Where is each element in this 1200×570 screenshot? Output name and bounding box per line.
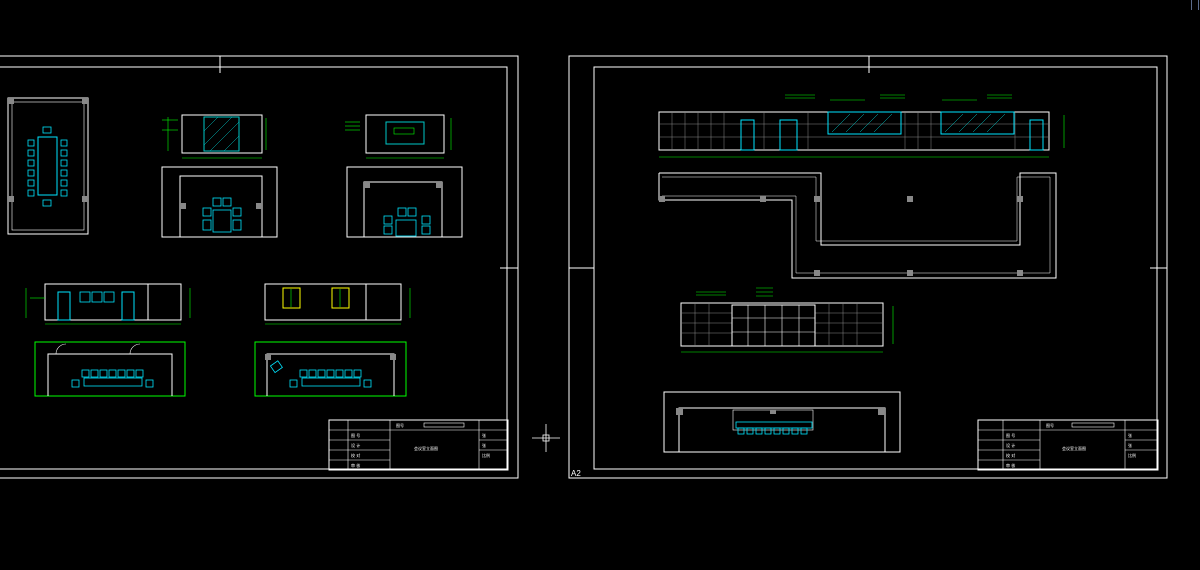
title-block-right-drawing-title: 会议室立面图: [1062, 445, 1086, 451]
title-block-right-right-0: 张: [1128, 432, 1132, 438]
scrollbar-handle[interactable]: [1191, 0, 1199, 10]
sheet-left-outer-border: [0, 55, 519, 479]
elevation-1-top[interactable]: [162, 114, 267, 159]
title-block-right-row-2: 校 对: [1006, 452, 1015, 458]
conference-table: [37, 136, 58, 196]
elevation-4[interactable]: [264, 283, 411, 325]
bottom-section-furniture[interactable]: [663, 391, 901, 453]
title-block-right-right-2: 比例: [1128, 452, 1136, 458]
title-block-left-right-1: 张: [482, 442, 486, 448]
hatch-panel-1: [203, 116, 240, 152]
title-block-right-header: 图号: [1046, 422, 1054, 428]
title-block-left-row-0: 图 号: [351, 432, 360, 438]
sheet-left: 图号 图 号 设 计 校 对 审 核 会议室立面图 张 张 比例: [0, 55, 519, 479]
sheet-right-outer-border: [568, 55, 1168, 479]
door-2: [121, 291, 135, 321]
title-block-left-drawing-title: 会议室立面图: [414, 445, 438, 451]
framed-panel-2: [331, 287, 350, 309]
title-block-left-right-0: 张: [482, 432, 486, 438]
title-block-left-row-1: 设 计: [351, 442, 360, 448]
sheet-right-label: A2: [571, 469, 581, 478]
mid-elevation[interactable]: [680, 287, 894, 353]
hatch-window-2: [940, 111, 1015, 135]
title-block-left[interactable]: 图号 图 号 设 计 校 对 审 核 会议室立面图 张 张 比例: [328, 419, 509, 471]
title-block-left-header: 图号: [396, 422, 404, 428]
chairs-left: [27, 139, 35, 197]
sheet-left-inner-border: [0, 66, 508, 470]
door-1: [57, 291, 71, 321]
title-block-right-row-1: 设 计: [1006, 442, 1015, 448]
elevation-3[interactable]: [25, 283, 191, 325]
long-elevation[interactable]: [658, 94, 1065, 158]
crosshair-cursor-icon: [532, 424, 560, 452]
title-block-left-right-2: 比例: [482, 452, 490, 458]
section-1-furniture[interactable]: [161, 166, 278, 238]
section-3-furniture[interactable]: [34, 341, 186, 397]
sheet-right: A2: [568, 55, 1168, 479]
title-block-right[interactable]: 图号 图 号 设 计 校 对 审 核 会议室立面图 张 张 比例: [977, 419, 1159, 471]
chairs-right: [60, 139, 68, 197]
title-block-right-row-0: 图 号: [1006, 432, 1015, 438]
plan-view-conference[interactable]: [7, 97, 89, 235]
title-block-left-row-2: 校 对: [351, 452, 360, 458]
section-2-furniture[interactable]: [346, 166, 463, 238]
title-block-left-row-3: 审 核: [351, 462, 360, 468]
long-plan-view[interactable]: [658, 172, 1057, 279]
elevation-2-top[interactable]: [345, 114, 452, 159]
framed-panel-1: [282, 287, 301, 309]
title-block-right-right-1: 张: [1128, 442, 1132, 448]
title-block-right-row-3: 审 核: [1006, 462, 1015, 468]
hatch-window-1: [827, 111, 902, 135]
section-4-furniture[interactable]: [254, 341, 407, 397]
